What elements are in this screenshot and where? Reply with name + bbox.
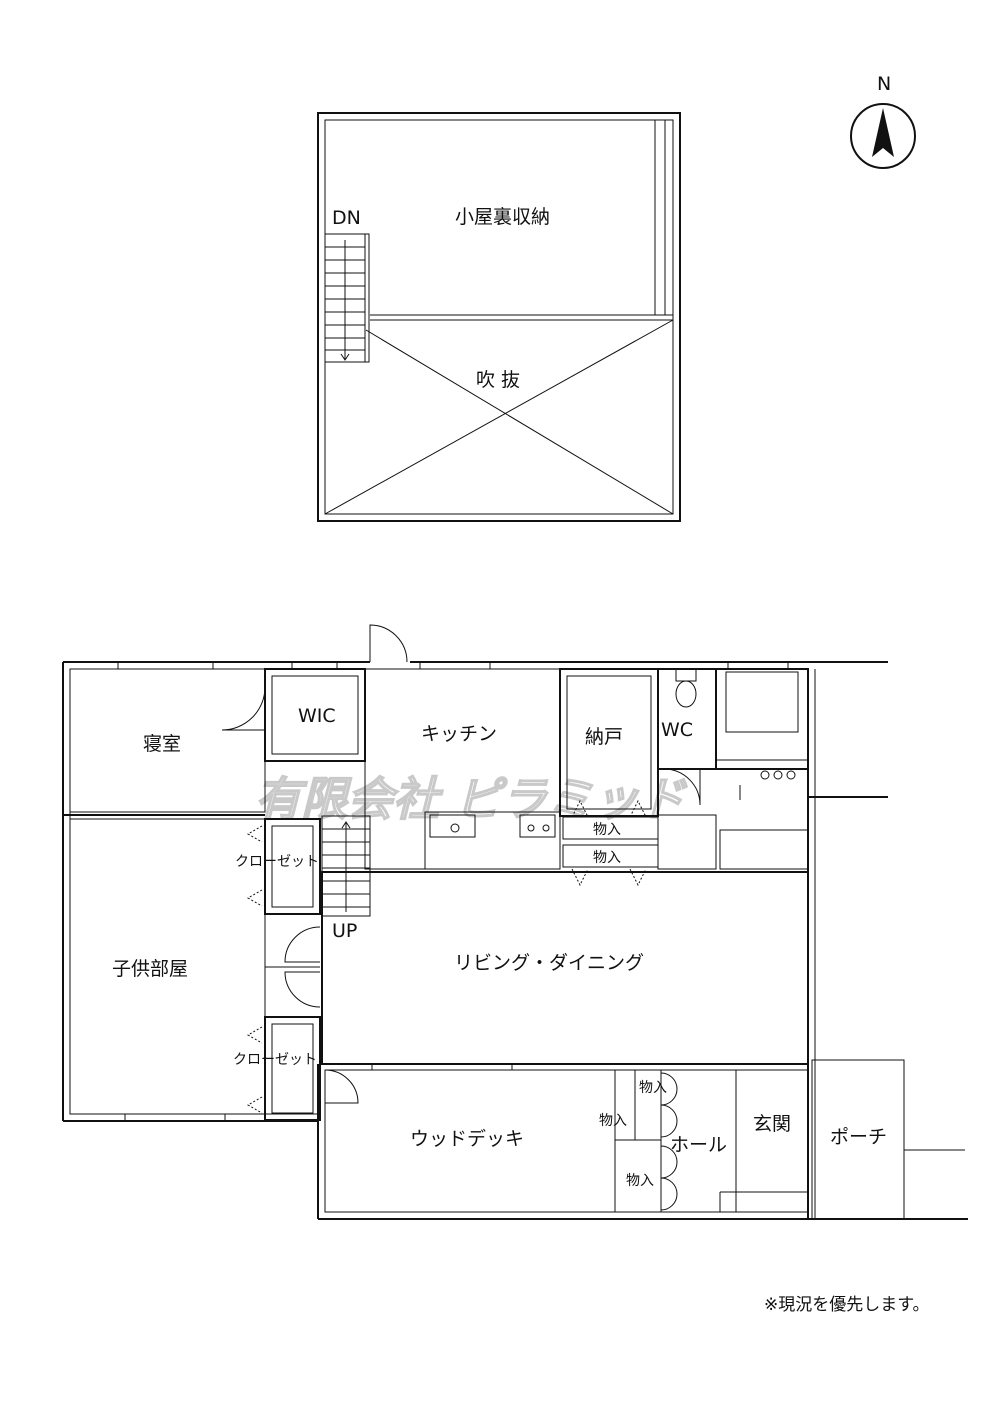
stair-up-arrow-icon	[341, 821, 351, 829]
company-watermark: 有限会社 ピラミッド	[255, 772, 688, 826]
void-diagonal-2	[365, 329, 674, 515]
loft-outer-wall	[317, 112, 681, 522]
storage-4-label: 物入	[639, 1080, 667, 1096]
entry-door	[369, 624, 408, 663]
wood-deck-label: ウッドデッキ	[410, 1128, 524, 1150]
storage-3-label: 物入	[599, 1113, 627, 1129]
storage-2	[562, 844, 659, 868]
north-arrow-icon	[872, 108, 894, 157]
north-compass: N	[850, 73, 916, 169]
porch	[811, 1059, 905, 1220]
storage-1	[562, 816, 659, 840]
stair-up-label: UP	[332, 920, 357, 942]
kitchen-label: キッチン	[421, 723, 497, 745]
kitchen-room	[364, 668, 561, 870]
bedroom-label: 寝室	[143, 733, 181, 755]
entrance-room	[735, 1069, 809, 1213]
loft-inner-wall	[324, 119, 674, 515]
entrance-label: 玄関	[753, 1113, 791, 1135]
loft-stair	[324, 233, 370, 363]
closet-2	[264, 1016, 321, 1121]
compass-circle	[850, 103, 916, 169]
living-dining-label: リビング・ダイニング	[454, 952, 644, 974]
storage-2-label: 物入	[593, 850, 621, 866]
closet-1-label: クローゼット	[235, 854, 319, 870]
storage-3	[614, 1069, 636, 1141]
storage-1-label: 物入	[593, 822, 621, 838]
void-diagonal-1	[324, 319, 674, 515]
loft-storage-label: 小屋裏収納	[455, 206, 550, 228]
wc-label: WC	[661, 719, 693, 741]
ground-floor-plan: 寝室 WIC キッチン 納戸 WC	[62, 624, 968, 1220]
toilet-icon	[675, 680, 697, 708]
bathtub-icon	[725, 671, 799, 733]
storage-5-label: 物入	[626, 1173, 654, 1189]
closet-2-label: クローゼット	[233, 1052, 317, 1068]
loft-stair-label: DN	[332, 207, 361, 229]
washroom	[719, 829, 809, 870]
kitchen-counter	[424, 811, 561, 870]
compass-label: N	[877, 73, 891, 95]
stair-up	[321, 815, 371, 917]
wic-label: WIC	[298, 705, 336, 727]
bath-room	[715, 668, 809, 770]
void-label: 吹 抜	[476, 369, 520, 391]
pantry-label: 納戸	[585, 726, 623, 748]
loft-plan: DN 小屋裏収納 吹 抜	[317, 112, 681, 522]
hall-label: ホール	[670, 1134, 727, 1156]
porch-label: ポーチ	[830, 1126, 887, 1148]
closet-1	[264, 818, 321, 915]
stair-down-arrow-icon	[340, 353, 350, 361]
footnote: ※現況を優先します。	[764, 1295, 930, 1315]
kids-room-label: 子供部屋	[112, 958, 188, 980]
living-dining-room	[321, 871, 809, 1065]
